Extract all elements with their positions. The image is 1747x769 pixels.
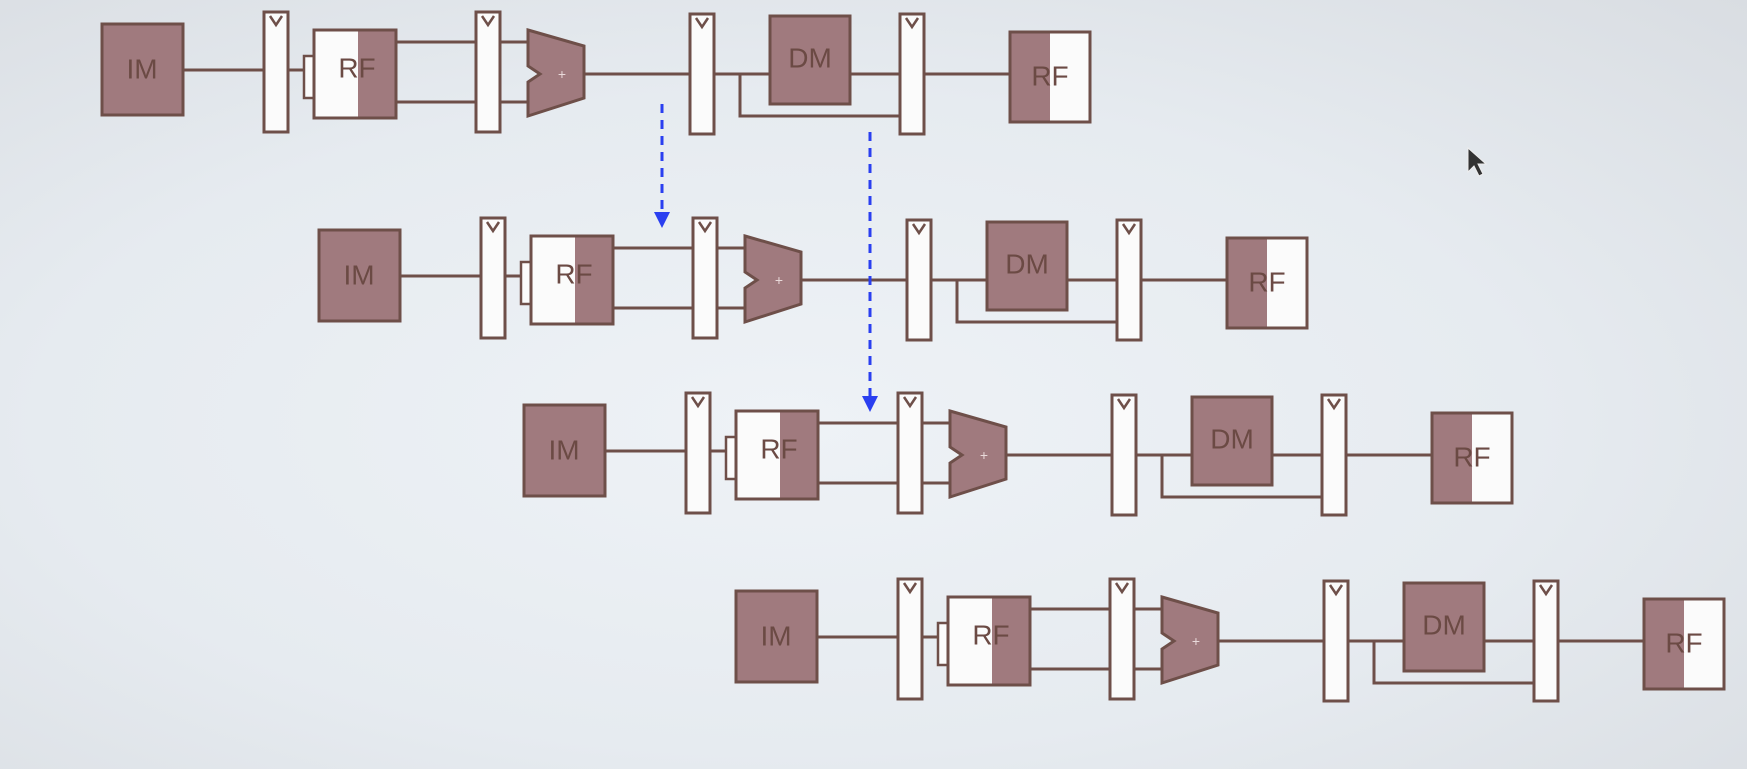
- pipeline-register-mem-wb: [1115, 218, 1143, 342]
- register-file-read-block: RF: [519, 234, 615, 326]
- forwarding-arrows: [654, 104, 878, 412]
- data-memory-block: DM: [985, 220, 1069, 312]
- rf-write-label: RF: [1248, 267, 1285, 298]
- pipeline-register-if-id: [896, 577, 924, 701]
- pipeline-row: IM RF + DM RF: [522, 391, 1514, 517]
- wire-dm-bypass: [738, 74, 900, 118]
- forwarding-arrow: [654, 104, 670, 228]
- pipeline-row: IM RF + DM RF: [734, 577, 1726, 703]
- forwarding-arrow: [862, 132, 878, 412]
- rf-read-label: RF: [338, 53, 375, 84]
- pipeline-register-id-ex: [1108, 577, 1136, 701]
- pipeline-register-if-id: [684, 391, 712, 515]
- rf-read-label: RF: [555, 259, 592, 290]
- rf-read-label: RF: [972, 620, 1009, 651]
- alu-adder: +: [1160, 595, 1220, 686]
- register-file-write-block: RF: [1225, 236, 1309, 330]
- pipeline-register-ex-mem: [905, 218, 933, 342]
- pipeline-register-mem-wb: [1532, 579, 1560, 703]
- dm-label: DM: [1210, 424, 1254, 455]
- register-file-read-block: RF: [302, 28, 398, 120]
- pipeline-register-id-ex: [474, 10, 502, 134]
- pipeline-register-ex-mem: [688, 12, 716, 136]
- wire-dm-bypass: [1372, 641, 1534, 685]
- alu-adder: +: [743, 234, 803, 325]
- alu-label: +: [775, 272, 783, 288]
- rf-read-label: RF: [760, 434, 797, 465]
- dm-label: DM: [1005, 249, 1049, 280]
- wire-dm-bypass: [955, 280, 1117, 324]
- im-label: IM: [343, 260, 374, 291]
- mouse-cursor-icon: [1467, 146, 1488, 177]
- register-file-write-block: RF: [1642, 597, 1726, 691]
- register-file-read-block: RF: [936, 595, 1032, 687]
- instruction-memory-block: IM: [100, 22, 185, 117]
- im-label: IM: [126, 54, 157, 85]
- pipeline-rows: IM RF + DM RF IM RF + DM RF IM RF + DM RF IM RF + DM RF: [100, 10, 1726, 703]
- alu-adder: +: [948, 409, 1008, 500]
- alu-adder: +: [526, 28, 586, 119]
- instruction-memory-block: IM: [522, 403, 607, 498]
- rf-write-label: RF: [1665, 628, 1702, 659]
- instruction-memory-block: IM: [317, 228, 402, 323]
- dm-label: DM: [788, 43, 832, 74]
- pipeline-register-mem-wb: [898, 12, 926, 136]
- alu-label: +: [980, 447, 988, 463]
- rf-write-label: RF: [1031, 61, 1068, 92]
- pipeline-row: IM RF + DM RF: [317, 216, 1309, 342]
- data-memory-block: DM: [1190, 395, 1274, 487]
- data-memory-block: DM: [1402, 581, 1486, 673]
- register-file-write-block: RF: [1430, 411, 1514, 505]
- instruction-memory-block: IM: [734, 589, 819, 684]
- pipeline-register-if-id: [479, 216, 507, 340]
- alu-label: +: [1192, 633, 1200, 649]
- dm-label: DM: [1422, 610, 1466, 641]
- pipeline-row: IM RF + DM RF: [100, 10, 1092, 136]
- register-file-write-block: RF: [1008, 30, 1092, 124]
- rf-write-label: RF: [1453, 442, 1490, 473]
- register-file-read-block: RF: [724, 409, 820, 501]
- im-label: IM: [548, 435, 579, 466]
- im-label: IM: [760, 621, 791, 652]
- data-memory-block: DM: [768, 14, 852, 106]
- pipeline-register-if-id: [262, 10, 290, 134]
- pipeline-register-id-ex: [691, 216, 719, 340]
- pipeline-register-mem-wb: [1320, 393, 1348, 517]
- pipeline-register-ex-mem: [1110, 393, 1138, 517]
- pipeline-register-id-ex: [896, 391, 924, 515]
- pipeline-register-ex-mem: [1322, 579, 1350, 703]
- alu-label: +: [558, 66, 566, 82]
- wire-dm-bypass: [1160, 455, 1322, 499]
